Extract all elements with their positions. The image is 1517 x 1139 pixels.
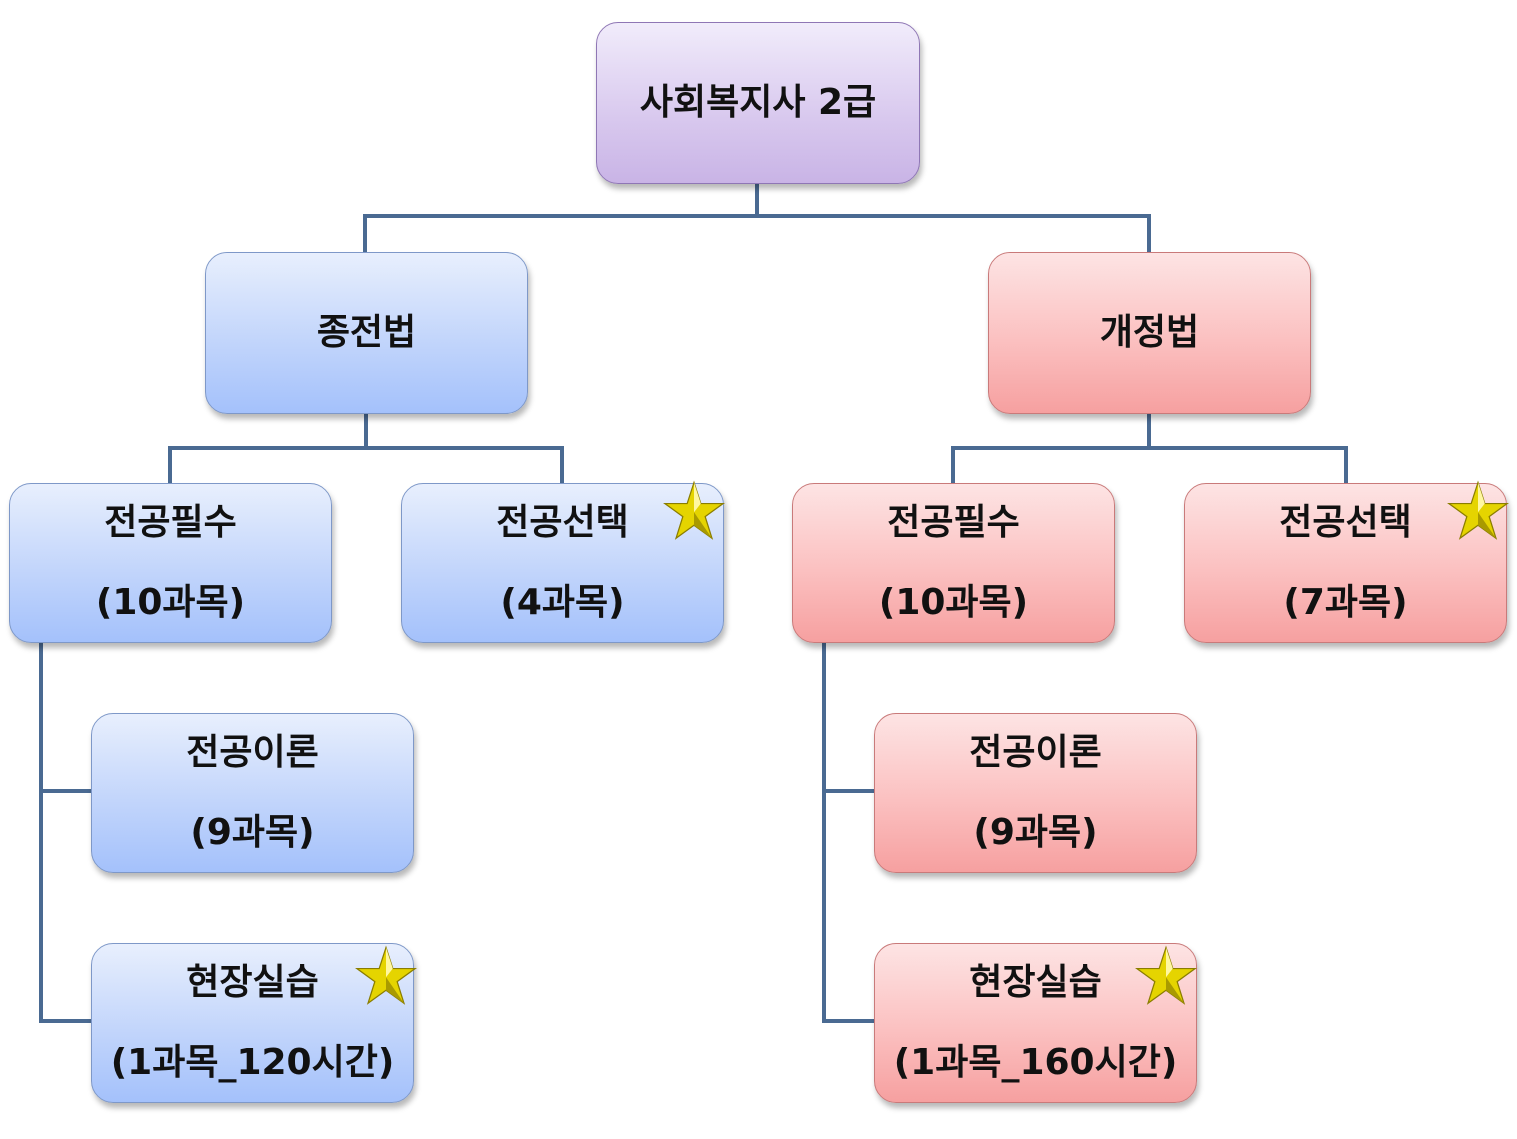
connector-revised-law-to-children <box>951 414 1348 483</box>
revised-law-node: 개정법 <box>988 252 1311 414</box>
revised-major-required-label: 전공필수 <box>887 502 1020 543</box>
revised-field-practice-count: (1과목_160시간) <box>893 1042 1178 1083</box>
connector-root-to-branches <box>363 184 1151 252</box>
root-node: 사회복지사 2급 <box>596 22 920 184</box>
star-icon <box>1135 945 1197 1005</box>
revised-major-theory-label: 전공이론 <box>969 732 1102 773</box>
root-label: 사회복지사 2급 <box>639 82 877 123</box>
connector-old-required-to-subitems <box>39 643 91 1023</box>
revised-law-label: 개정법 <box>1099 312 1200 353</box>
revised-major-required-node: 전공필수 (10과목) <box>792 483 1115 643</box>
revised-major-required-count: (10과목) <box>878 582 1029 623</box>
star-icon <box>1447 480 1509 540</box>
old-field-practice-count: (1과목_120시간) <box>110 1042 395 1083</box>
old-major-elective-label: 전공선택 <box>496 502 629 543</box>
revised-major-elective-label: 전공선택 <box>1279 502 1412 543</box>
revised-major-elective-count: (7과목) <box>1283 582 1408 623</box>
old-major-elective-node: 전공선택 (4과목) <box>401 483 724 643</box>
revised-major-theory-count: (9과목) <box>973 812 1098 853</box>
old-major-theory-label: 전공이론 <box>186 732 319 773</box>
old-major-required-count: (10과목) <box>95 582 246 623</box>
revised-major-elective-node: 전공선택 (7과목) <box>1184 483 1507 643</box>
connector-old-law-to-children <box>168 414 564 483</box>
old-major-theory-node: 전공이론 (9과목) <box>91 713 414 873</box>
old-field-practice-label: 현장실습 <box>186 962 319 1003</box>
old-law-label: 종전법 <box>316 312 417 353</box>
old-major-required-label: 전공필수 <box>104 502 237 543</box>
star-icon <box>355 945 417 1005</box>
star-icon <box>663 480 725 540</box>
revised-major-theory-node: 전공이론 (9과목) <box>874 713 1197 873</box>
old-major-elective-count: (4과목) <box>500 582 625 623</box>
old-major-required-node: 전공필수 (10과목) <box>9 483 332 643</box>
old-law-node: 종전법 <box>205 252 528 414</box>
connector-revised-required-to-subitems <box>822 643 874 1023</box>
revised-field-practice-label: 현장실습 <box>969 962 1102 1003</box>
old-major-theory-count: (9과목) <box>190 812 315 853</box>
